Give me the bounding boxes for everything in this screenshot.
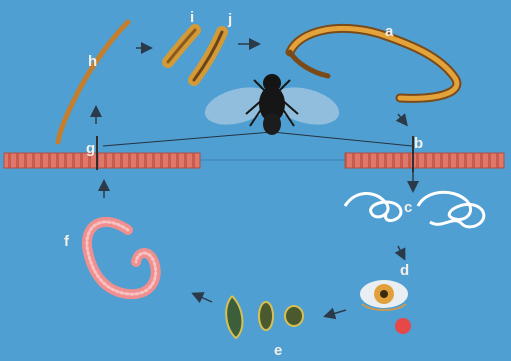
- label-d: d: [400, 262, 409, 279]
- label-e: e: [274, 342, 282, 359]
- label-g: g: [86, 140, 95, 157]
- skin-layer-right: [345, 153, 504, 168]
- label-h: h: [88, 53, 97, 70]
- label-b: b: [414, 135, 423, 152]
- label-j: j: [227, 11, 232, 28]
- label-i: i: [190, 9, 194, 26]
- label-a: a: [385, 23, 394, 40]
- skin-layer-left: [4, 153, 200, 168]
- label-c: c: [404, 199, 412, 216]
